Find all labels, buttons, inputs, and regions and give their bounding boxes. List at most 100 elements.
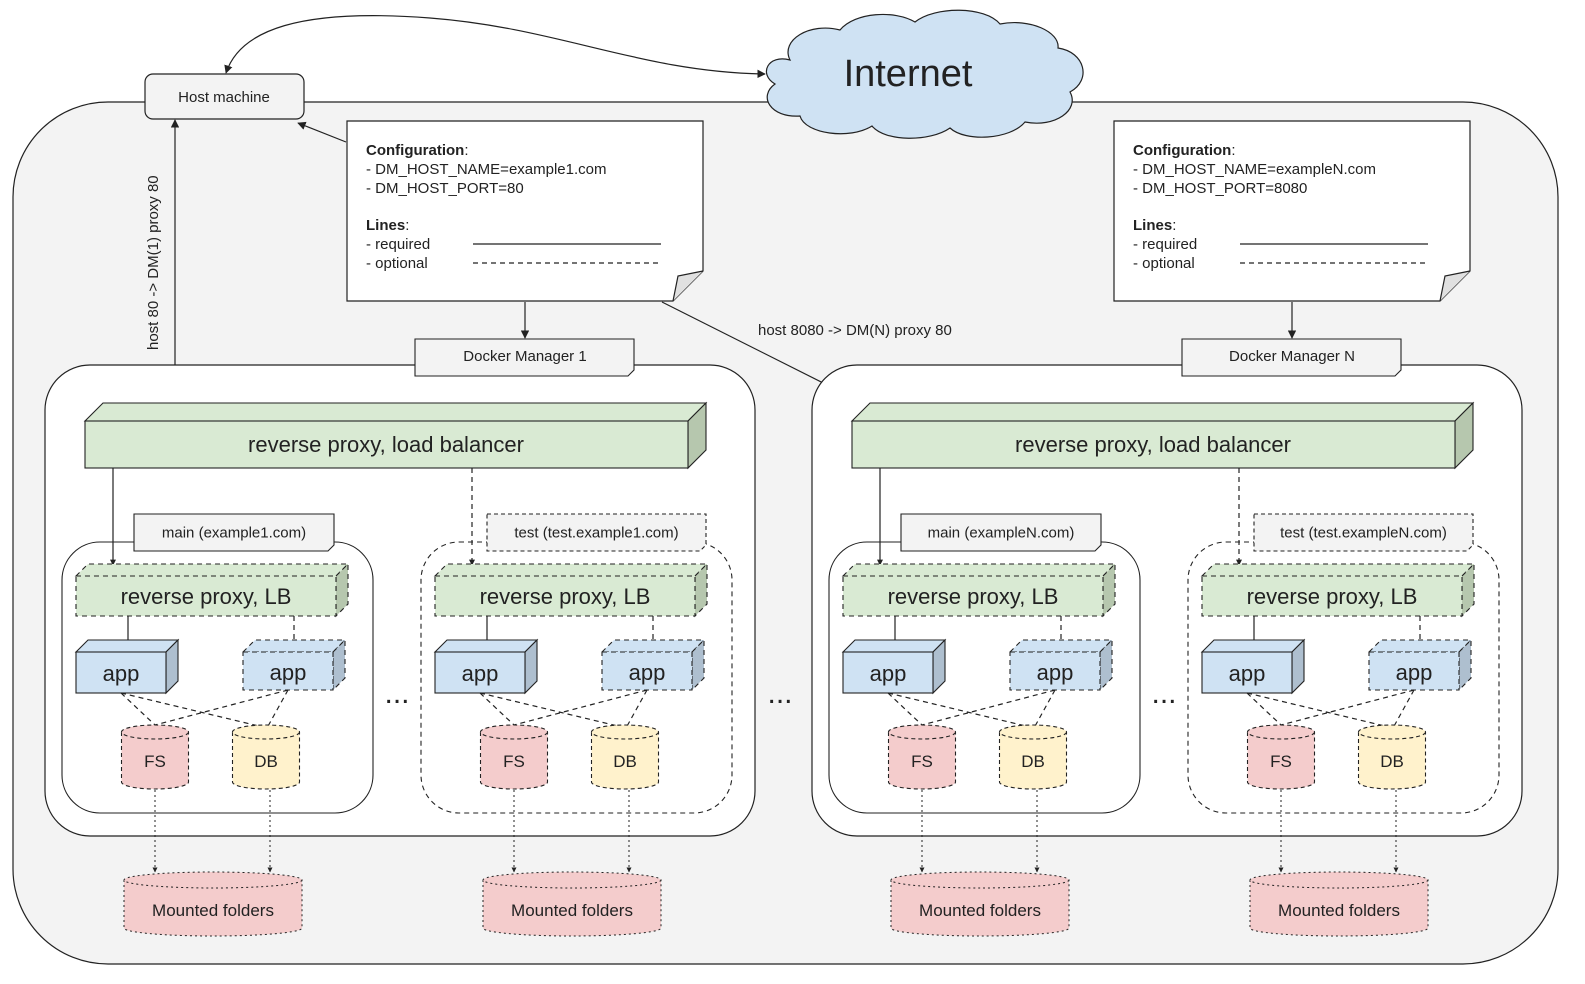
confign-heading: Configuration bbox=[1133, 142, 1231, 159]
config-note-1: Configuration: - DM_HOST_NAME=example1.c… bbox=[346, 120, 704, 302]
app1-label: app bbox=[462, 661, 499, 686]
manager-reverse-proxy bbox=[83, 401, 708, 470]
fs-label: FS bbox=[503, 752, 525, 771]
env-reverse-proxy bbox=[74, 562, 350, 618]
internet-label: Internet bbox=[844, 53, 973, 95]
app1-to-fs-line bbox=[120, 692, 156, 726]
mounted-folders-cylinder: Mounted folders bbox=[123, 871, 303, 937]
env-reverse-proxy-label: reverse proxy, LB bbox=[121, 584, 292, 609]
app1-to-fs-line bbox=[887, 692, 923, 726]
app1-to-db-line bbox=[887, 692, 1035, 729]
db-cylinder bbox=[231, 724, 301, 790]
mounted-folders-cylinder: Mounted folders bbox=[890, 871, 1070, 937]
env-test: test (test.exampleN.com) reverse proxy, L… bbox=[1187, 468, 1500, 937]
app1-to-fs-line bbox=[1246, 692, 1282, 726]
app1-to-db-line bbox=[120, 692, 268, 729]
env-label: main (exampleN.com) bbox=[900, 513, 1102, 552]
env-label-text: main (example1.com) bbox=[162, 525, 306, 542]
mounted-folders-label: Mounted folders bbox=[1278, 901, 1400, 920]
svg-text:Configuration:: Configuration: bbox=[366, 142, 469, 159]
env-label: test (test.example1.com) bbox=[486, 513, 707, 552]
config1-heading: Configuration bbox=[366, 142, 464, 159]
app2-label: app bbox=[629, 660, 666, 685]
config-note-n: Configuration: - DM_HOST_NAME=exampleN.c… bbox=[1113, 120, 1471, 302]
env-label: main (example1.com) bbox=[133, 513, 335, 552]
docker-manager-2: Docker Manager N reverse proxy, load bala… bbox=[811, 338, 1523, 937]
mounted-folders-label: Mounted folders bbox=[919, 901, 1041, 920]
app1-box bbox=[433, 638, 539, 695]
svg-text:Lines:: Lines: bbox=[366, 217, 409, 234]
fs-label: FS bbox=[1270, 752, 1292, 771]
app1-label: app bbox=[1229, 661, 1266, 686]
confign-legend-heading: Lines bbox=[1133, 217, 1172, 234]
host-internet-connection bbox=[224, 15, 766, 79]
docker-manager-1: Docker Manager 1 reverse proxy, load bala… bbox=[44, 338, 756, 937]
fs-cylinder bbox=[887, 724, 957, 790]
host-to-dmn-label: host 8080 -> DM(N) proxy 80 bbox=[758, 322, 952, 339]
fs-label: FS bbox=[144, 752, 166, 771]
host-machine-label: Host machine bbox=[144, 73, 305, 120]
ellipsis-between-envs: ... bbox=[1151, 677, 1176, 710]
app2-to-db-line bbox=[1392, 689, 1415, 729]
app1-box bbox=[1200, 638, 1306, 695]
mounted-folders-cylinder: Mounted folders bbox=[1249, 871, 1429, 937]
ellipsis-between-managers: ... bbox=[767, 677, 792, 710]
env-main: main (example1.com) reverse proxy, LB app a… bbox=[61, 468, 374, 937]
db-label: DB bbox=[613, 752, 637, 771]
env-reverse-proxy bbox=[1200, 562, 1476, 618]
app2-to-fs-line bbox=[1280, 689, 1415, 726]
manager-reverse-proxy-label: reverse proxy, load balancer bbox=[248, 432, 524, 457]
manager-reverse-proxy-label: reverse proxy, load balancer bbox=[1015, 432, 1291, 457]
app2-to-fs-line bbox=[513, 689, 648, 726]
confign-legend-required: - required bbox=[1133, 236, 1197, 253]
app2-to-fs-line bbox=[154, 689, 289, 726]
fs-cylinder bbox=[479, 724, 549, 790]
app2-label: app bbox=[1037, 660, 1074, 685]
svg-text:Host machine: Host machine bbox=[178, 89, 270, 106]
db-label: DB bbox=[254, 752, 278, 771]
config1-line-1: - DM_HOST_NAME=example1.com bbox=[366, 161, 606, 178]
svg-text:Lines:: Lines: bbox=[1133, 217, 1176, 234]
app2-label: app bbox=[1396, 660, 1433, 685]
internet-cloud: Internet bbox=[765, 9, 1084, 139]
fs-cylinder bbox=[1246, 724, 1316, 790]
db-cylinder bbox=[1357, 724, 1427, 790]
env-label: test (test.exampleN.com) bbox=[1253, 513, 1474, 552]
docker-manager-label-text: Docker Manager 1 bbox=[463, 348, 586, 365]
app1-to-fs-line bbox=[479, 692, 515, 726]
env-label-text: test (test.exampleN.com) bbox=[1280, 525, 1447, 542]
fs-cylinder bbox=[120, 724, 190, 790]
confign-legend-optional: - optional bbox=[1133, 255, 1195, 272]
env-reverse-proxy-label: reverse proxy, LB bbox=[888, 584, 1059, 609]
app2-box bbox=[1367, 638, 1473, 692]
confign-line-1: - DM_HOST_NAME=exampleN.com bbox=[1133, 161, 1376, 178]
docker-manager-label: Docker Manager 1 bbox=[414, 338, 635, 377]
app1-to-db-line bbox=[1246, 692, 1394, 729]
manager-reverse-proxy bbox=[850, 401, 1475, 470]
docker-manager-label: Docker Manager N bbox=[1181, 338, 1402, 377]
app2-box bbox=[241, 638, 347, 692]
app2-box bbox=[600, 638, 706, 692]
app2-to-db-line bbox=[1033, 689, 1056, 729]
app1-box bbox=[841, 638, 947, 695]
app2-to-db-line bbox=[625, 689, 648, 729]
env-label-text: main (exampleN.com) bbox=[928, 525, 1075, 542]
env-label-text: test (test.example1.com) bbox=[514, 525, 678, 542]
mounted-folders-label: Mounted folders bbox=[152, 901, 274, 920]
app1-to-db-line bbox=[479, 692, 627, 729]
app2-label: app bbox=[270, 660, 307, 685]
host-to-dm1-label: host 80 -> DM(1) proxy 80 bbox=[145, 175, 162, 350]
mounted-folders-label: Mounted folders bbox=[511, 901, 633, 920]
docker-manager-label-text: Docker Manager N bbox=[1229, 348, 1355, 365]
db-cylinder bbox=[590, 724, 660, 790]
app2-to-fs-line bbox=[921, 689, 1056, 726]
env-reverse-proxy bbox=[841, 562, 1117, 618]
env-reverse-proxy-label: reverse proxy, LB bbox=[480, 584, 651, 609]
app1-label: app bbox=[103, 661, 140, 686]
db-label: DB bbox=[1021, 752, 1045, 771]
env-reverse-proxy-label: reverse proxy, LB bbox=[1247, 584, 1418, 609]
db-cylinder bbox=[998, 724, 1068, 790]
env-reverse-proxy bbox=[433, 562, 709, 618]
